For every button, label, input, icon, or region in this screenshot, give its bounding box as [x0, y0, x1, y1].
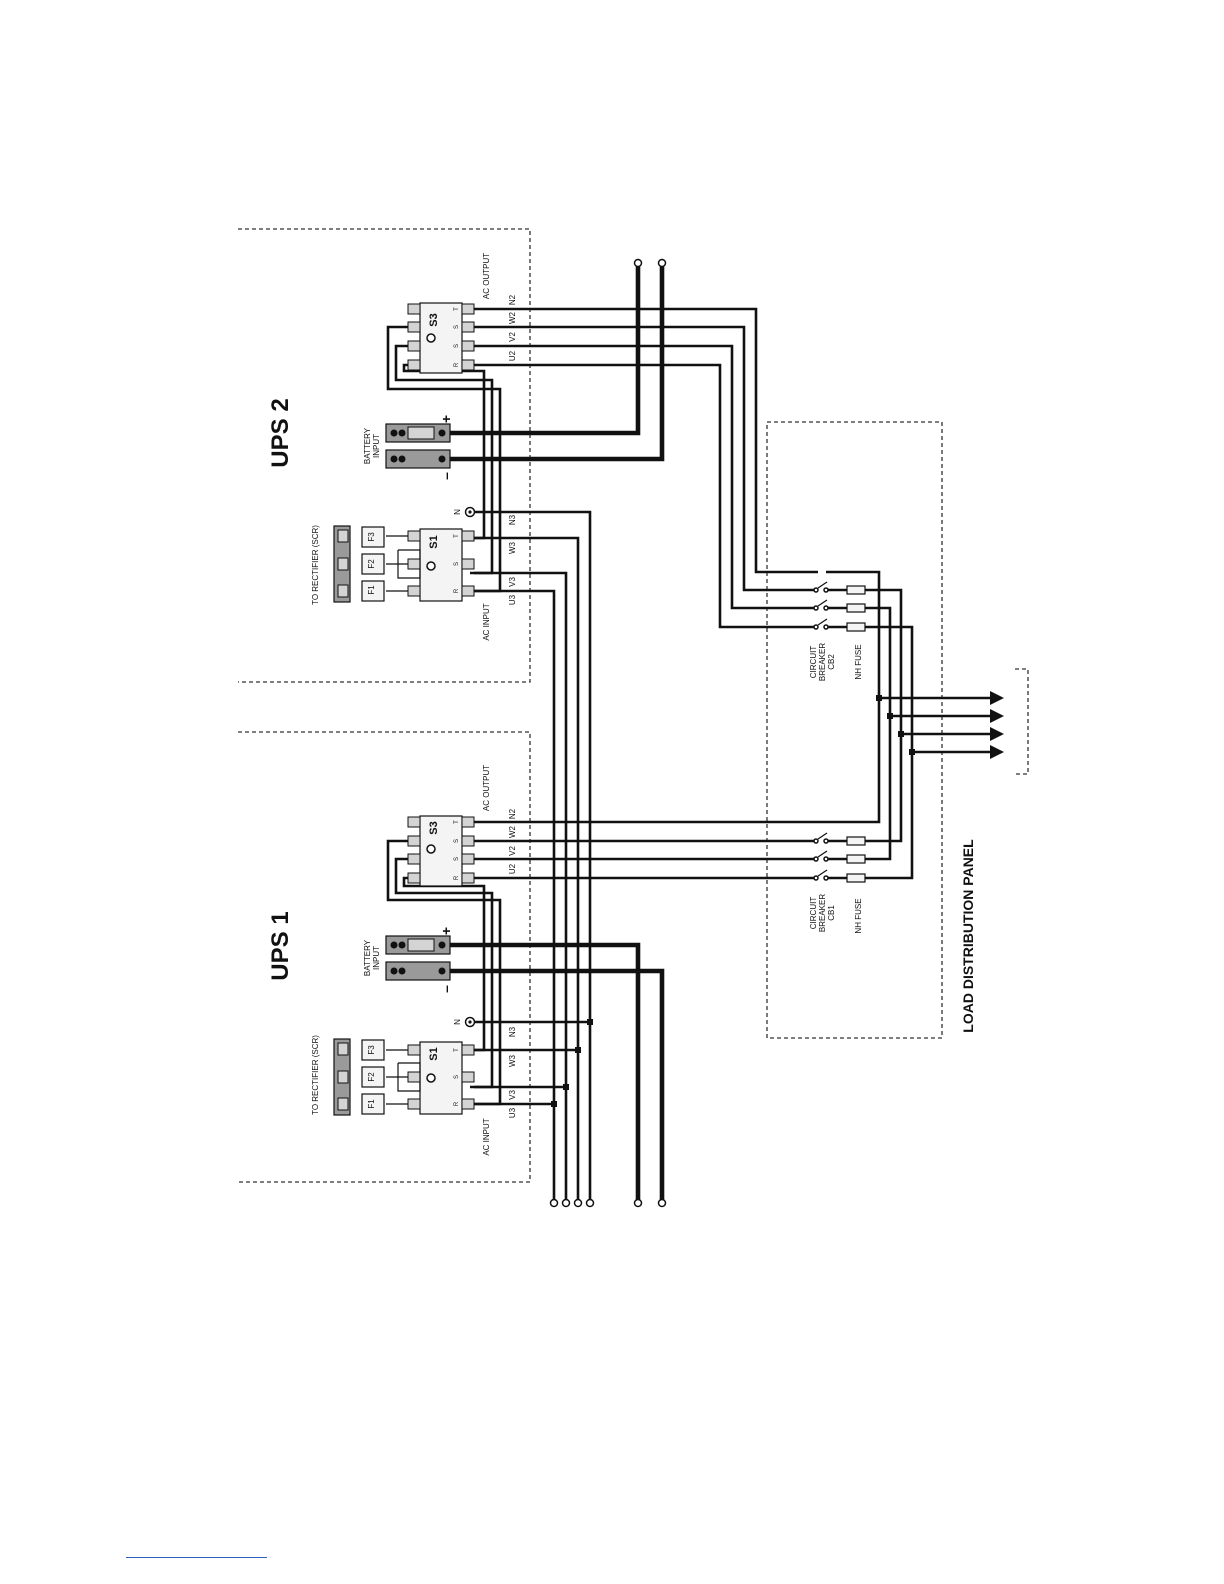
ups1-fuse-f2: F2: [367, 1072, 376, 1082]
ups2-neutral-label: N: [453, 509, 462, 515]
ups1-s1-label: S1: [428, 1047, 440, 1060]
ups2-battery-minus-terminal: [385, 449, 451, 469]
ups2-output-u2: U2: [508, 350, 517, 361]
footer-rule: [126, 1557, 267, 1558]
cb1-label-1: CIRCUIT: [809, 897, 818, 930]
ups2-battery-label-1: BATTERY: [363, 427, 372, 464]
ups1-ac-output-label: AC OUTPUT: [482, 765, 491, 811]
ups2-output-v2: V2: [508, 332, 517, 342]
ups1-input-n3: N3: [508, 1026, 517, 1037]
ups2-fuse-f3: F3: [367, 532, 376, 542]
ups2-s1-term-t: T: [454, 534, 460, 538]
ups1-battery-label-2: INPUT: [372, 946, 381, 970]
ups1-fuse-f3: F3: [367, 1045, 376, 1055]
circuit-breaker-cb2: [813, 581, 829, 630]
ups1-s3-label: S3: [428, 821, 440, 834]
ups1-s3-term-t: T: [454, 820, 460, 824]
cb1-label-2: BREAKER: [818, 894, 827, 932]
ups1-ac-input-label: AC INPUT: [482, 1118, 491, 1155]
ups2-input-u3: U3: [508, 594, 517, 605]
cb1-label-3: CB1: [827, 905, 836, 921]
ups1-s1-term-s: S: [454, 1075, 460, 1079]
ups1-s1-term-t: T: [454, 1048, 460, 1052]
ups1-output-w2: W2: [508, 825, 517, 838]
cb2-label-2: BREAKER: [818, 643, 827, 681]
ups2-input-w3: W3: [508, 541, 517, 554]
ups2-enclosure: [238, 228, 531, 683]
load-output-arrows: [990, 691, 1004, 759]
ups1-s1-term-r: R: [454, 1101, 460, 1106]
ups1-output-n2: N2: [508, 808, 517, 819]
load-distribution-panel-enclosure: [766, 421, 943, 1039]
ups2-fuse-f2: F2: [367, 559, 376, 569]
ups1-output-u2: U2: [508, 863, 517, 874]
ups2-s3-term-s1: S: [454, 344, 460, 348]
ups2-battery-minus: –: [438, 472, 454, 480]
ups1-s3-term-r: R: [454, 875, 460, 880]
ups2-input-n3: N3: [508, 514, 517, 525]
ups1-s3-term-s1: S: [454, 857, 460, 861]
ups2-input-v3: V3: [508, 577, 517, 587]
ups1-battery-plus: +: [438, 927, 454, 935]
load-output-bracket: [1015, 668, 1029, 775]
ups1-battery-label-1: BATTERY: [363, 939, 372, 976]
ups1-s3-switch: [419, 815, 463, 887]
ups2-s1-label: S1: [428, 535, 440, 548]
panel-title: LOAD DISTRIBUTION PANEL: [960, 839, 976, 1033]
ups1-input-w3: W3: [508, 1054, 517, 1067]
ups2-output-w2: W2: [508, 311, 517, 324]
ups2-title: UPS 2: [267, 398, 294, 467]
ups2-s3-term-t: T: [454, 307, 460, 311]
circuit-breaker-cb1: [813, 832, 829, 881]
ups1-rectifier-label: TO RECTIFIER (SCR): [311, 1035, 320, 1115]
ups2-s3-term-s2: S: [454, 325, 460, 329]
ups2-ac-input-label: AC INPUT: [482, 603, 491, 640]
ups1-battery-minus-terminal: [385, 961, 451, 981]
ups2-output-n2: N2: [508, 294, 517, 305]
cb1-nh-fuse-label: NH FUSE: [854, 898, 863, 933]
nh-fuses-cb1: [846, 836, 866, 883]
cb2-label-1: CIRCUIT: [809, 646, 818, 679]
ups1-input-v3: V3: [508, 1090, 517, 1100]
ups2-rectifier-label: TO RECTIFIER (SCR): [311, 525, 320, 605]
ups1-s3-term-s2: S: [454, 839, 460, 843]
cb2-nh-fuse-label: NH FUSE: [854, 644, 863, 679]
ups2-battery-label-2: INPUT: [372, 434, 381, 458]
ups1-output-v2: V2: [508, 846, 517, 856]
ups2-s1-term-s: S: [454, 562, 460, 566]
load-distribution-panel: CIRCUIT BREAKER CB2 NH FUSE CIRCUIT BREA…: [809, 581, 976, 1033]
ups1-title: UPS 1: [267, 911, 294, 980]
end-terminals: [549, 258, 667, 1208]
ups2-battery-plus: +: [438, 415, 454, 423]
ups2-components: S3 S1 F1 F2 F3 TO RECTIFIER (SCR): [267, 253, 517, 641]
ups1-battery-minus: –: [438, 985, 454, 993]
ups2-s3-term-r: R: [454, 362, 460, 367]
ups1-input-u3: U3: [508, 1107, 517, 1118]
ups1-fuse-f1: F1: [367, 1099, 376, 1109]
ups2-fuse-f1: F1: [367, 585, 376, 595]
ups1-components: S3 S1 F1 F2 F3 TO RECTIFIER (SCR) BATTER…: [267, 765, 517, 1156]
ups2-s1-term-r: R: [454, 588, 460, 593]
ups2-ac-output-label: AC OUTPUT: [482, 253, 491, 299]
cb2-label-3: CB2: [827, 654, 836, 670]
junction-dots: [551, 695, 915, 1107]
ups2-s3-label: S3: [428, 313, 440, 326]
ups1-neutral-label: N: [453, 1019, 462, 1025]
nh-fuses-cb2: [846, 585, 866, 632]
